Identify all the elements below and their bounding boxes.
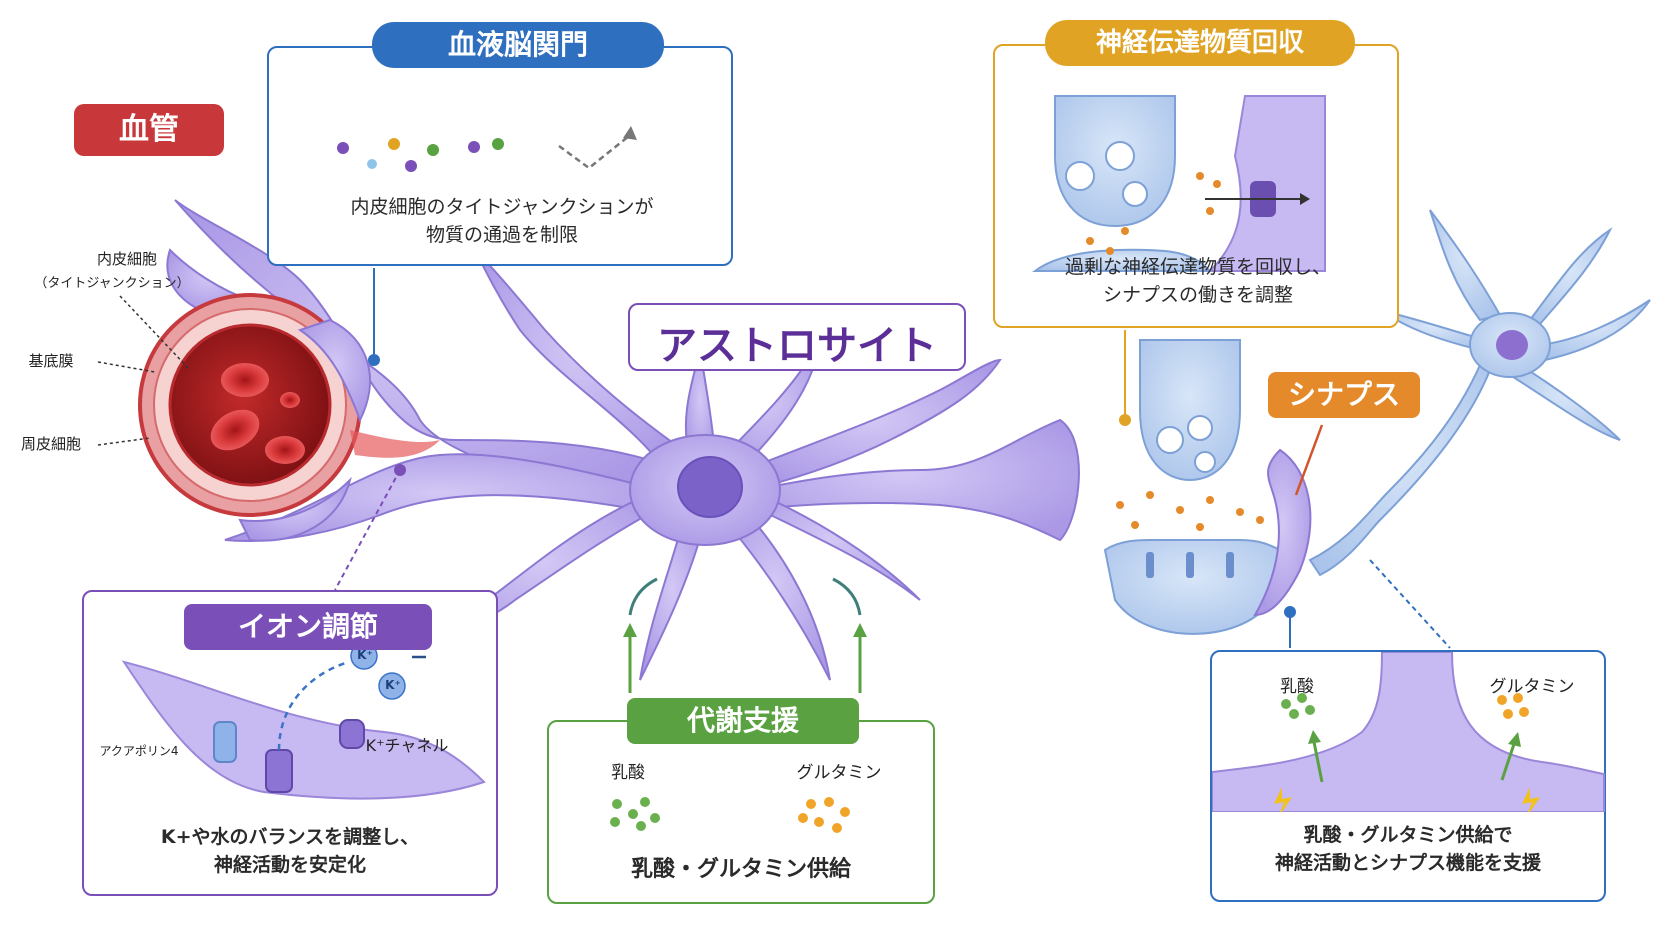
blood-vessel [138, 248, 440, 542]
synapse-label: シナプス [1268, 372, 1420, 418]
metabolic-arrows [623, 577, 867, 693]
bbb-label: 血液脳関門 [372, 22, 664, 68]
reuptake-caption-1: 過剰な神経伝達物質を回収し、 [1064, 256, 1331, 278]
ion-label: イオン調節 [184, 604, 432, 650]
metabolic-lactate-label: 乳酸 [611, 763, 645, 783]
reuptake-caption-2: シナプスの働きを調整 [1102, 284, 1293, 306]
metabolic-label: 代謝支援 [627, 698, 859, 744]
basement-label: 基底膜 [28, 352, 74, 370]
support-diagram [1212, 652, 1605, 812]
reuptake-diagram [1031, 95, 1326, 272]
aquaporin-label: アクアポリン4 [99, 744, 179, 758]
tight-junction-diagram [337, 126, 637, 172]
reuptake-box: 過剰な神経伝達物質を回収し、 シナプスの働きを調整 [993, 44, 1399, 328]
metabolic-box: 乳酸 グルタミン 乳酸・グルタミン供給 [547, 720, 935, 904]
metabolic-glutamine-label: グルタミン [796, 763, 882, 783]
astrocyte-title-box: アストロサイト [628, 303, 966, 371]
support-box: 乳酸 グルタミン 乳酸・グルタミン供給で 神経活動とシナプス機能を支援 [1210, 650, 1606, 902]
reuptake-label: 神経伝達物質回収 [1045, 20, 1355, 66]
support-caption-1: 乳酸・グルタミン供給で [1303, 824, 1513, 846]
k-ion-1: K⁺ [357, 648, 373, 662]
k-ion-2: K⁺ [385, 678, 401, 692]
ion-caption-1: K+や水のバランスを調整し、 [160, 826, 420, 848]
ion-caption-2: 神経活動を安定化 [213, 854, 366, 876]
ion-channel-diagram [121, 642, 486, 800]
pericyte-label: 周皮細胞 [20, 435, 81, 453]
endothelial-label: 内皮細胞 [96, 250, 157, 268]
metabolic-caption: 乳酸・グルタミン供給 [630, 857, 851, 882]
synapse-illustration [1103, 339, 1324, 635]
k-channel-label: K⁺チャネル [365, 736, 449, 755]
support-glutamine-label: グルタミン [1489, 677, 1575, 697]
bbb-box: 内皮細胞のタイトジャンクションが 物質の通過を制限 [267, 46, 733, 266]
vessel-label: 血管 [74, 104, 224, 156]
endothelial-sublabel: （タイトジャンクション） [34, 276, 190, 291]
astrocyte-nucleus [677, 456, 743, 518]
support-caption-2: 神経活動とシナプス機能を支援 [1274, 852, 1541, 874]
bbb-caption-1: 内皮細胞のタイトジャンクションが [350, 196, 654, 218]
page-title: アストロサイト [657, 323, 937, 369]
metabolic-molecules [610, 797, 850, 833]
support-lactate-label: 乳酸 [1280, 677, 1314, 697]
bbb-caption-2: 物質の通過を制限 [425, 224, 578, 246]
